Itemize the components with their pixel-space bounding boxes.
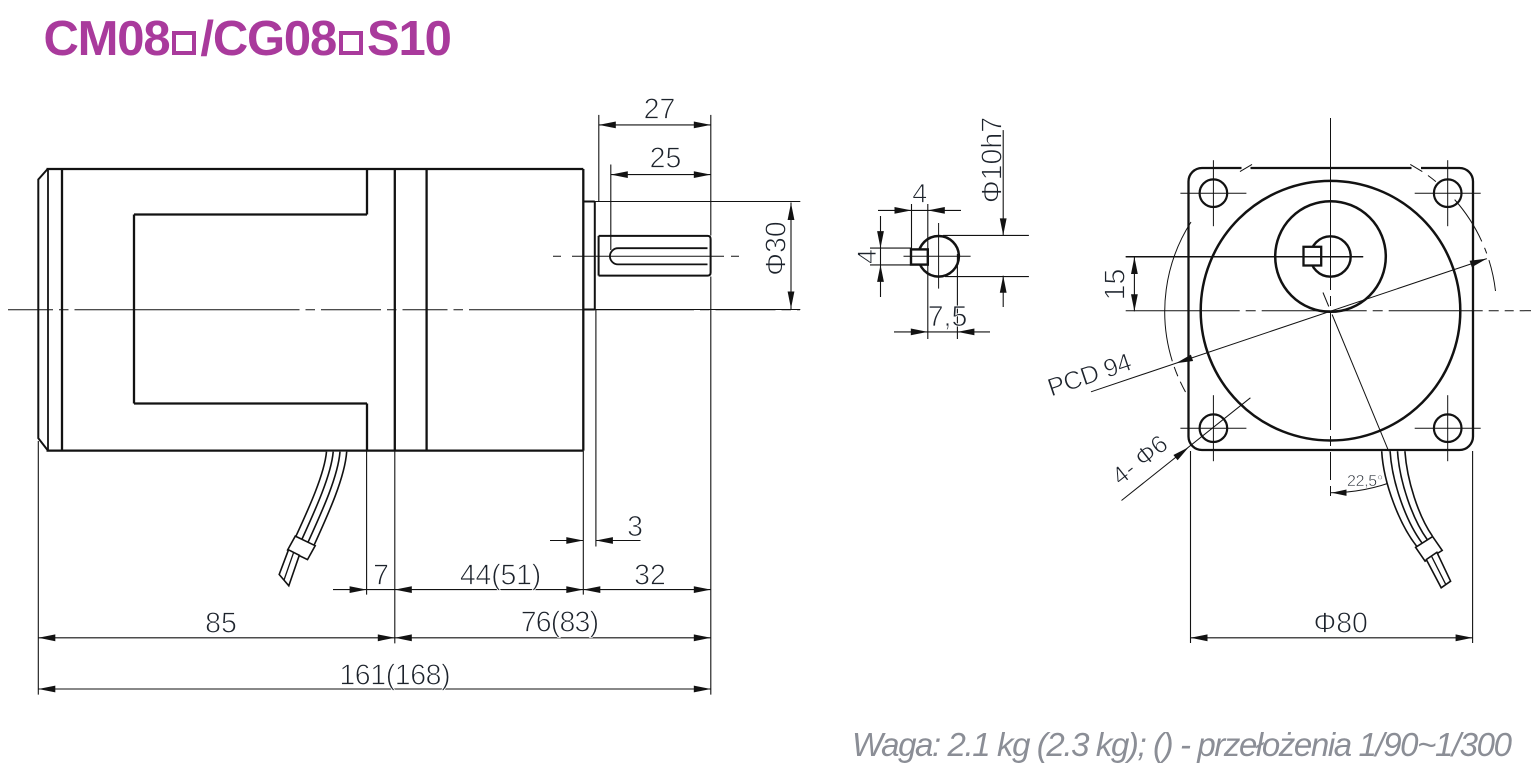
svg-text:22,5°: 22,5° <box>1347 473 1383 490</box>
svg-text:Φ30: Φ30 <box>761 221 793 275</box>
svg-text:7,5: 7,5 <box>928 301 968 333</box>
svg-text:7: 7 <box>373 559 389 591</box>
svg-text:44(51): 44(51) <box>460 559 541 591</box>
svg-text:76(83): 76(83) <box>521 607 599 639</box>
svg-text:15: 15 <box>1100 269 1132 301</box>
svg-text:4: 4 <box>912 179 927 209</box>
svg-text:Φ10h7: Φ10h7 <box>977 117 1009 203</box>
svg-text:161(168): 161(168) <box>339 659 450 691</box>
svg-text:PCD 94: PCD 94 <box>1044 348 1135 402</box>
svg-text:4- Φ6: 4- Φ6 <box>1107 430 1174 491</box>
svg-text:25: 25 <box>650 143 682 175</box>
svg-text:27: 27 <box>644 94 676 126</box>
svg-text:Φ80: Φ80 <box>1313 608 1367 640</box>
svg-text:4: 4 <box>852 249 882 264</box>
svg-text:32: 32 <box>634 559 666 591</box>
svg-text:3: 3 <box>627 511 643 543</box>
svg-text:85: 85 <box>205 608 237 640</box>
